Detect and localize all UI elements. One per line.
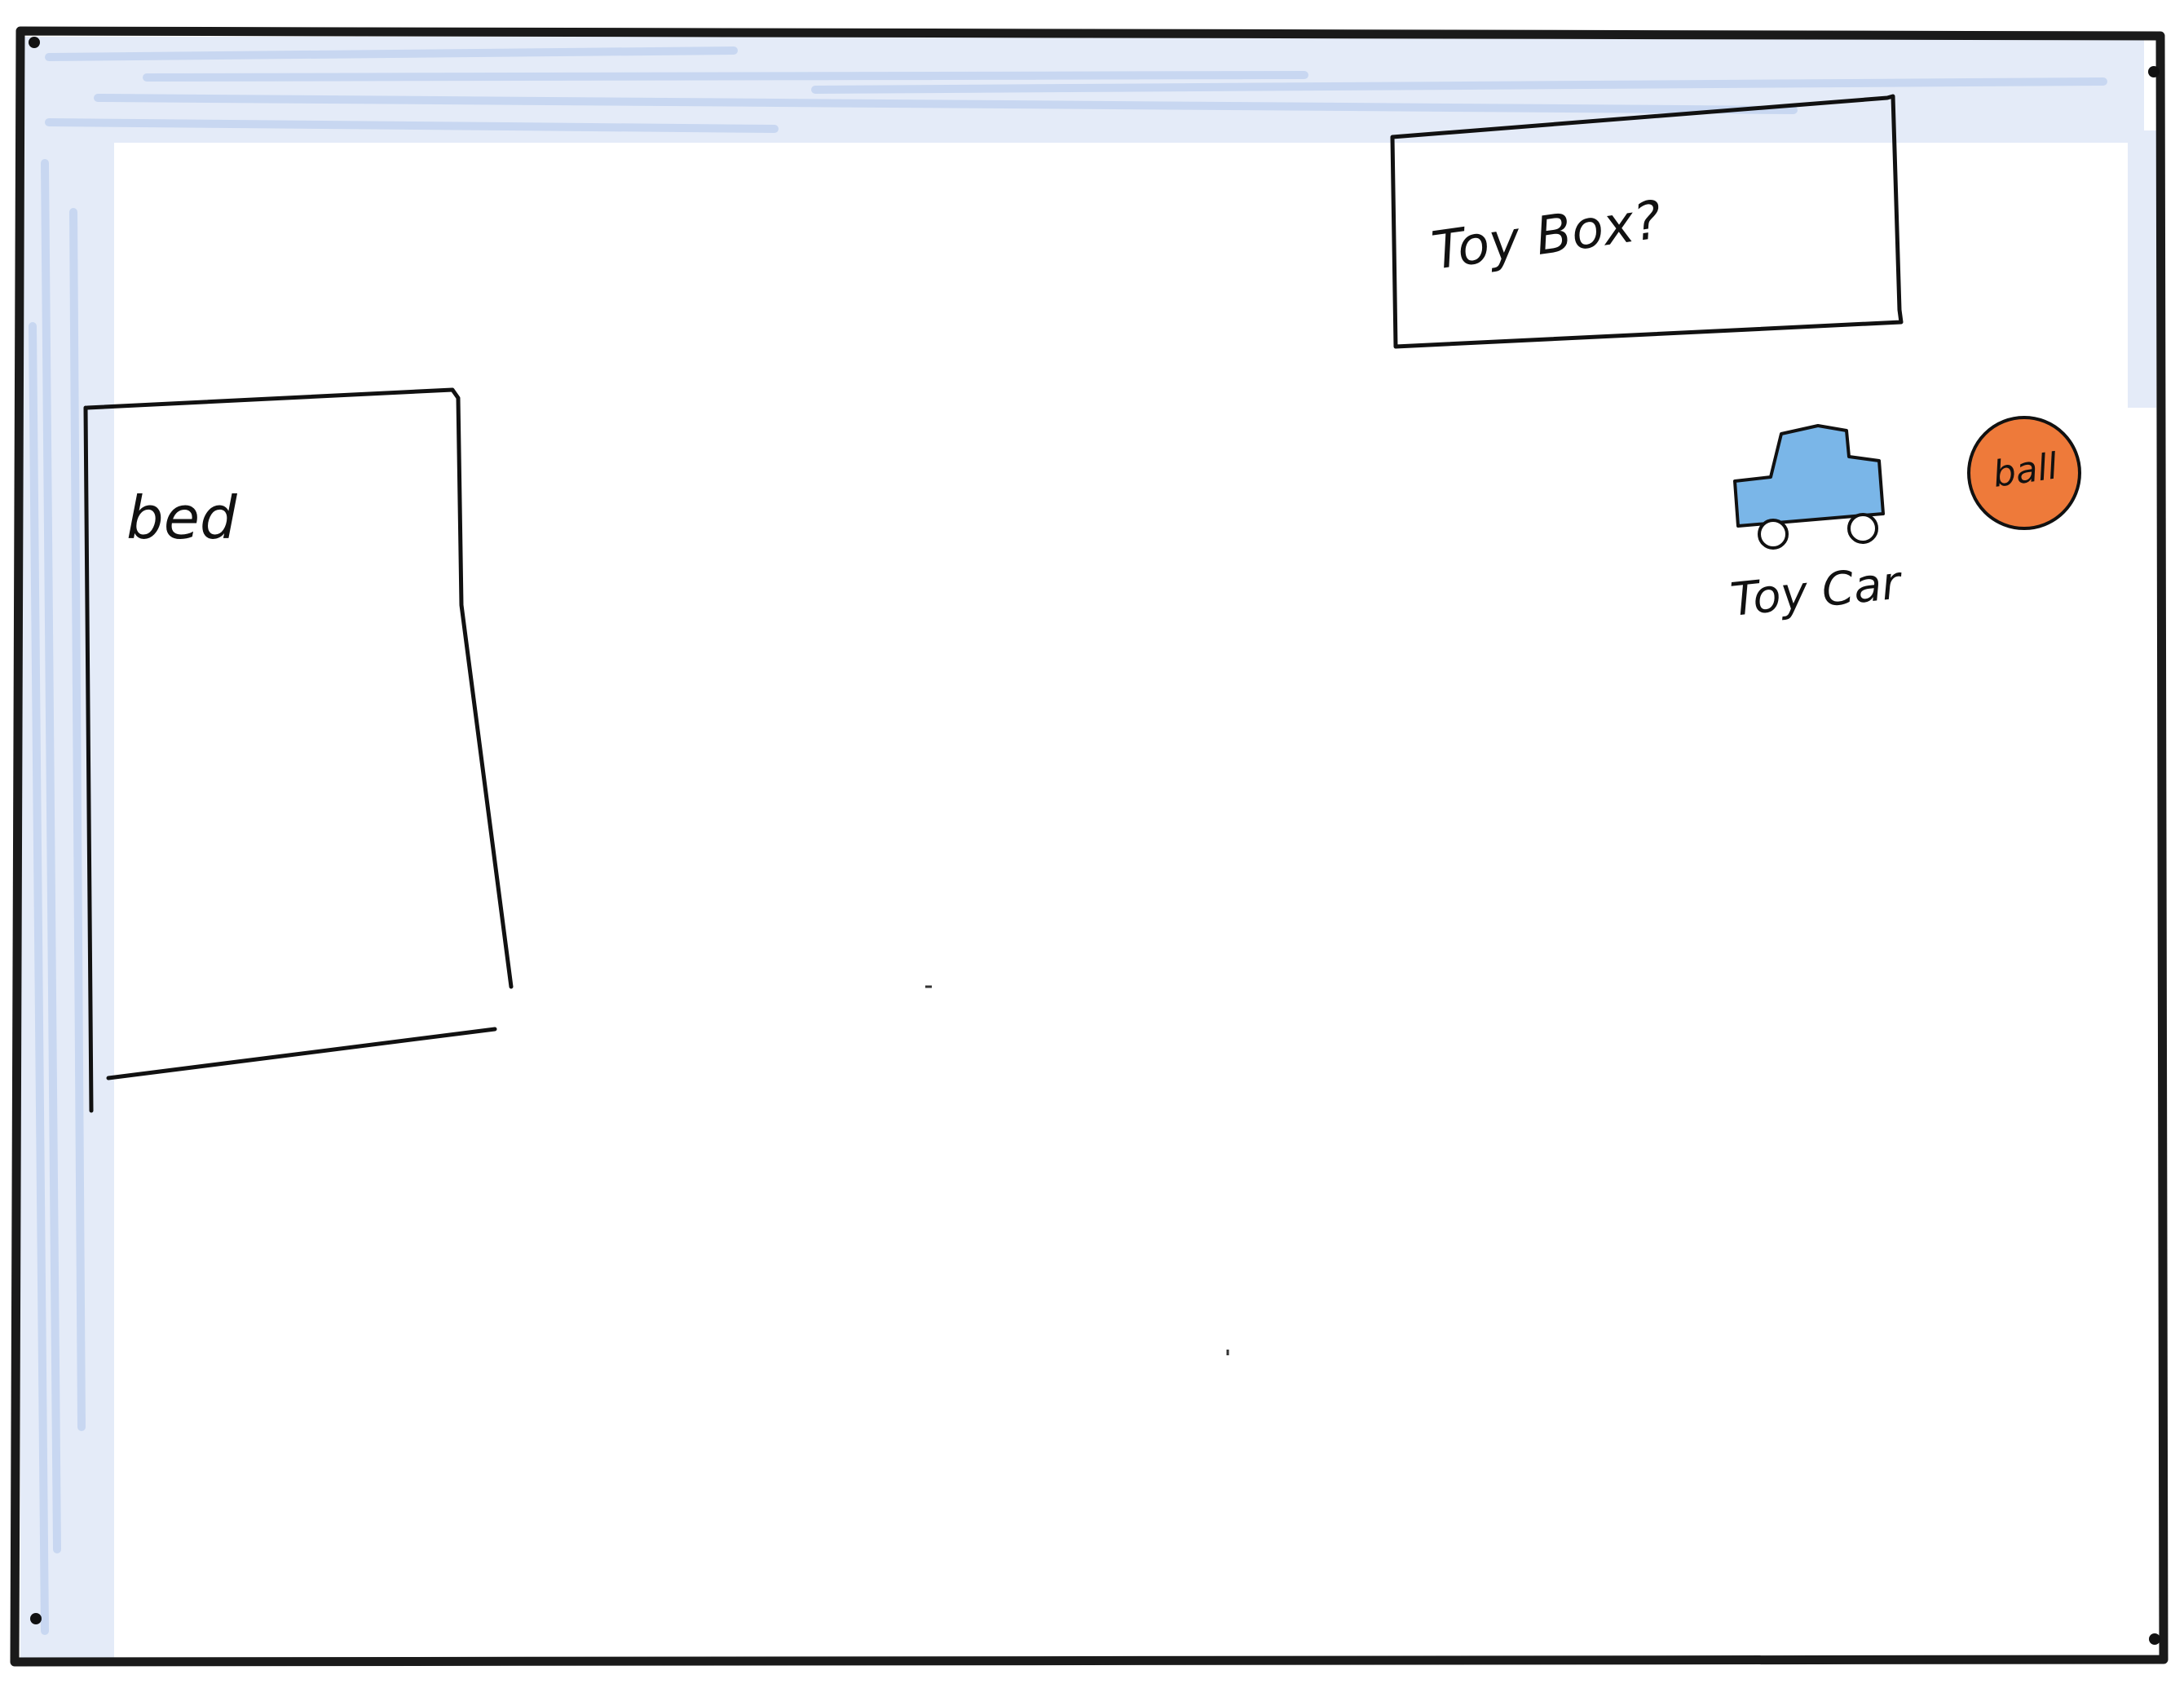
toy-car-label: Toy Car <box>1728 556 1906 627</box>
wall-shading-strokes <box>29 46 2107 1635</box>
ball: ball <box>1967 416 2081 530</box>
wall-shading <box>20 37 2156 1659</box>
toy-box-label: Toy Box? <box>1428 190 1666 282</box>
stray-marks <box>925 985 1229 1355</box>
corner-dot-top-left <box>29 37 40 48</box>
ball-label: ball <box>1990 445 2060 496</box>
ball-circle <box>1967 416 2081 530</box>
toy-car-wheel-front <box>1758 519 1789 550</box>
corner-dot-bottom-right <box>2149 1633 2160 1645</box>
room-frame <box>10 26 2169 1667</box>
toy-box-outline <box>1390 94 1904 349</box>
toy-car: Toy Car <box>1728 424 1906 627</box>
bed-label: bed <box>126 484 238 552</box>
corner-dot-bottom-left <box>30 1613 42 1624</box>
corner-dot-top-right <box>2148 66 2160 77</box>
frame-corner-dots <box>29 37 2160 1645</box>
bed-outline <box>83 387 514 1113</box>
bed: bed <box>83 387 514 1113</box>
toy-car-wheel-back <box>1847 513 1878 544</box>
toy-car-body <box>1733 424 1885 528</box>
wall-shading-right <box>2128 130 2156 408</box>
